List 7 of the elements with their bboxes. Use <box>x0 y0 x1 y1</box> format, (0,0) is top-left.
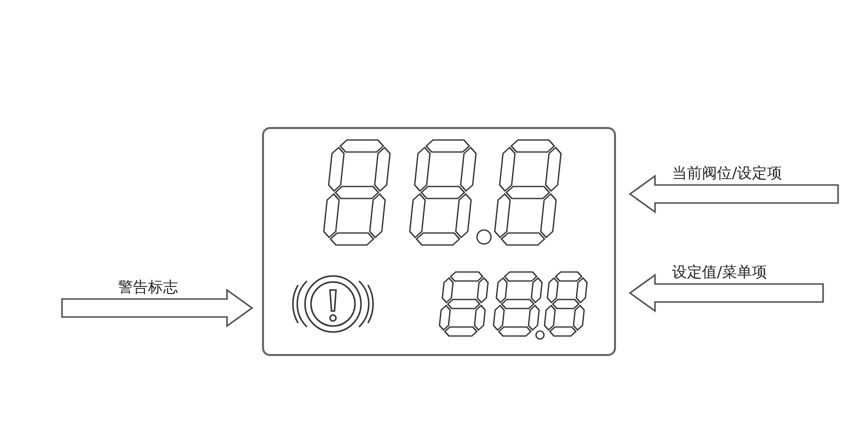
callout-label: 警告标志 <box>118 278 178 296</box>
block-arrow <box>628 273 824 313</box>
block-arrow <box>61 288 254 328</box>
callout-label: 设定值/菜单项 <box>672 263 768 281</box>
lcd-display-panel <box>262 127 616 356</box>
callout-label: 当前阀位/设定项 <box>672 164 782 182</box>
block-arrow <box>628 174 839 214</box>
